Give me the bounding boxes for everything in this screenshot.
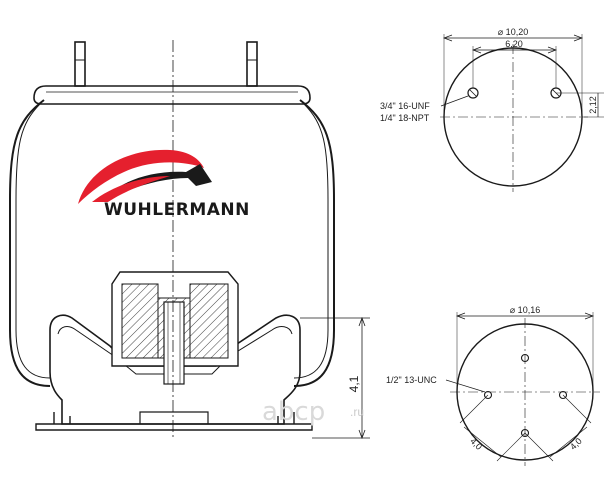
top-diameter-label: ⌀ 10,20: [498, 27, 528, 37]
watermark-text: abcp: [262, 397, 325, 427]
top-plate: [33, 85, 311, 105]
base-flange: [35, 412, 313, 431]
logo-swoosh-red: [78, 149, 204, 204]
bolt-hole-right: [558, 390, 568, 400]
bolt-hole-left: [483, 390, 493, 400]
brand-name: WUHLERMANN: [104, 200, 250, 220]
rubber-bellow: [9, 99, 335, 387]
mounting-stud-left: [74, 41, 86, 87]
side-view: [9, 40, 370, 440]
bottom-thread-label: 1/2" 13-UNC: [386, 375, 437, 385]
bolt-hole-top: [520, 353, 530, 363]
thread-label-b: 1/4" 18-NPT: [380, 113, 430, 123]
spacing-left-label: 4,0: [468, 436, 484, 452]
watermark-suffix: .ru: [350, 405, 364, 419]
offset-label: 2,12: [588, 96, 598, 114]
height-dimension: [300, 316, 370, 440]
height-dim-label: 4,1: [347, 375, 361, 392]
piston: [49, 314, 301, 425]
logo-swoosh-dark: [100, 164, 212, 202]
mounting-stud-right: [246, 41, 258, 87]
bolt-hole-bottom: [520, 428, 530, 438]
thread-label-a: 3/4" 16-UNF: [380, 101, 430, 111]
top-plate-view: [440, 34, 604, 192]
bottom-plate-view: [445, 312, 600, 466]
bumper-block: [111, 271, 239, 385]
bottom-diameter-label: ⌀ 10,16: [510, 305, 540, 315]
spacing-right-label: 4,0: [568, 436, 584, 452]
brand-logo: WUHLERMANN: [78, 149, 250, 220]
watermark: abcp .ru: [262, 397, 364, 427]
bolt-spacing-label: 6,20: [505, 39, 523, 49]
